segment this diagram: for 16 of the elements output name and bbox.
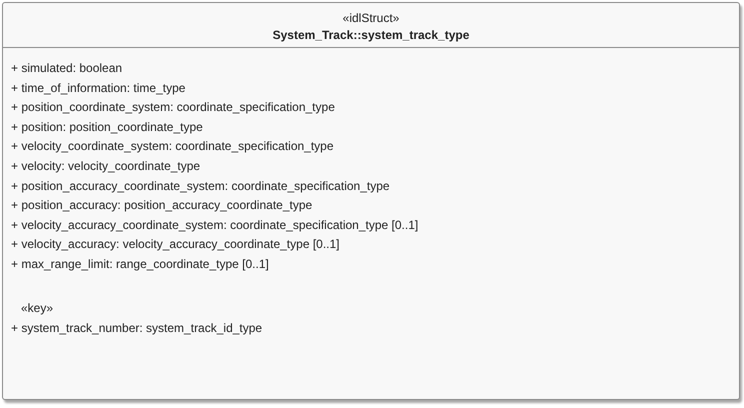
attribute-text: + position_accuracy: position_accuracy_coordinate_type bbox=[11, 198, 312, 214]
attribute-text: + velocity_accuracy_coordinate_system: coordinate_specification_type [0..1] bbox=[11, 218, 418, 233]
attribute-text: + simulated: boolean bbox=[11, 61, 122, 76]
class-name: System_Track::system_track_type bbox=[272, 28, 470, 43]
attribute-text: + position_coordinate_system: coordinate_specification_type bbox=[11, 100, 335, 116]
attribute-text: + velocity_coordinate_system: coordinate_specification_type bbox=[11, 139, 334, 154]
attribute-text: + velocity: velocity_coordinate_type bbox=[11, 159, 200, 174]
stereotype-label: «key» bbox=[21, 301, 54, 316]
stereotype-label: «idlStruct» bbox=[342, 11, 400, 26]
attribute-text: + time_of_information: time_type bbox=[11, 80, 186, 96]
attribute-text: + max_range_limit: range_coordinate_type [0..1] bbox=[11, 257, 269, 272]
attribute-text: + velocity_accuracy: velocity_accuracy_coordinate_type [0..1] bbox=[11, 237, 340, 252]
attribute-text: + position_accuracy_coordinate_system: coordinate_specification_type bbox=[11, 178, 390, 194]
attribute-text: + system_track_number: system_track_id_type bbox=[11, 321, 262, 336]
attribute-text: + position: position_coordinate_type bbox=[11, 120, 203, 135]
class-box bbox=[2, 2, 740, 400]
